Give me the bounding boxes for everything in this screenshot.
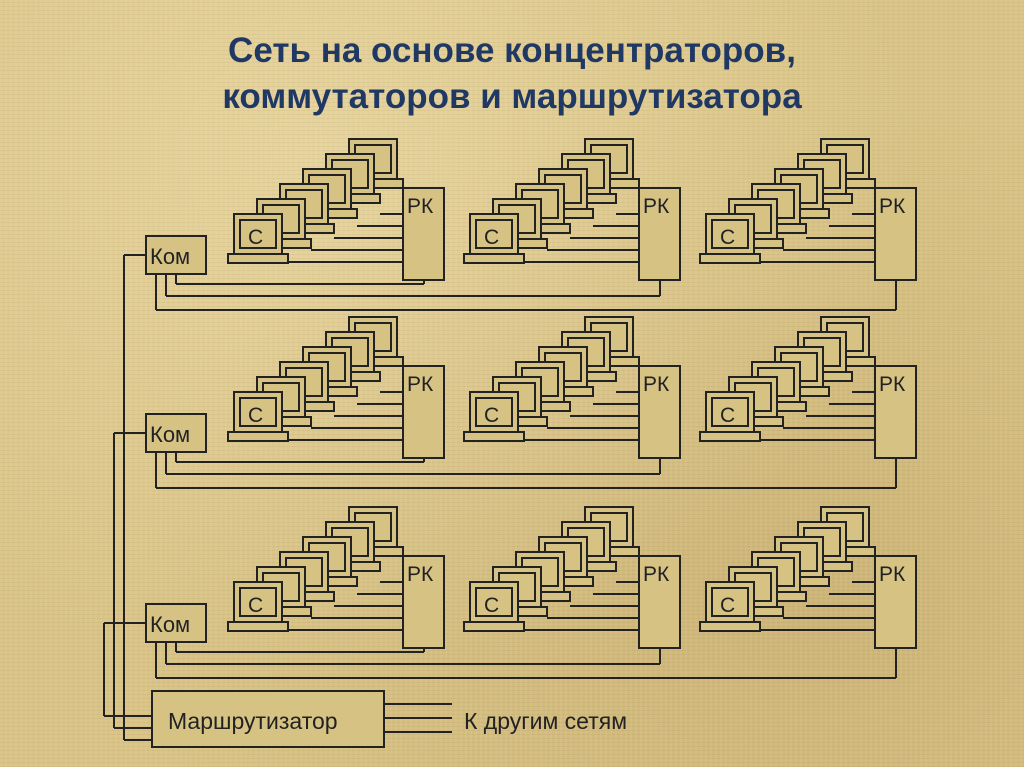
switch: Ком [145,413,207,453]
keyboard-base [463,431,525,442]
keyboard-base [227,621,289,632]
computer-label: С [484,226,499,249]
hub-box [402,365,445,459]
computer-label: С [248,226,263,249]
computer-icon: С [699,391,761,442]
computer-label: С [720,404,735,427]
screen [711,219,749,249]
computer-icon: С [699,581,761,632]
router-label: Маршрутизатор [168,708,338,734]
title-line-1: Сеть на основе концентраторов, [228,31,796,70]
hub-box [874,187,917,281]
switch-box [145,413,207,453]
computer-label: С [720,594,735,617]
keyboard-base [463,253,525,264]
screen [239,587,277,617]
computer-label: С [484,594,499,617]
computer-icon: С [227,213,289,264]
screen [239,219,277,249]
keyboard-base [699,253,761,264]
hub-box [874,555,917,649]
hub-group: РК С [227,138,445,281]
screen [475,587,513,617]
computer-label: С [720,226,735,249]
screen [239,397,277,427]
computer-icon: С [699,213,761,264]
computer-icon: С [227,581,289,632]
computer-label: С [248,594,263,617]
hub-label: РК [879,373,906,396]
hub-group: РК С [699,506,917,649]
hub-box [874,365,917,459]
computer-icon: С [463,581,525,632]
hub-label: РК [643,195,670,218]
keyboard-base [463,621,525,632]
keyboard-base [699,621,761,632]
network-row: Ком РК С РК С РК С [103,506,917,717]
hub-label: РК [407,195,434,218]
hub-group: РК С [463,138,681,281]
hub-box [638,555,681,649]
computer-label: С [248,404,263,427]
hub-label: РК [643,373,670,396]
hub-label: РК [879,563,906,586]
hub-group: РК С [227,316,445,459]
computer-icon: С [463,391,525,442]
hub-group: РК С [463,316,681,459]
router-box [151,690,385,748]
screen [711,397,749,427]
title-line-2: коммутаторов и маршрутизатора [222,77,802,116]
screen [711,587,749,617]
screen [475,219,513,249]
switch: Ком [145,603,207,643]
switch-label: Ком [150,244,190,269]
slide-title: Сеть на основе концентраторов, коммутато… [0,28,1024,120]
hub-label: РК [879,195,906,218]
hub-group: РК С [699,138,917,281]
other-networks-label: К другим сетям [464,708,627,734]
hub-box [638,365,681,459]
switch-label: Ком [150,422,190,447]
keyboard-base [227,431,289,442]
hub-group: РК С [227,506,445,649]
hub-group: РК С [699,316,917,459]
hub-label: РК [407,373,434,396]
computer-label: С [484,404,499,427]
hub-group: РК С [463,506,681,649]
keyboard-base [699,431,761,442]
switch: Ком [145,235,207,275]
router-group: Маршрутизатор К другим сетям [151,690,627,748]
hub-label: РК [643,563,670,586]
switch-label: Ком [150,612,190,637]
screen [475,397,513,427]
computer-icon: С [227,391,289,442]
hub-label: РК [407,563,434,586]
keyboard-base [227,253,289,264]
computer-icon: С [463,213,525,264]
